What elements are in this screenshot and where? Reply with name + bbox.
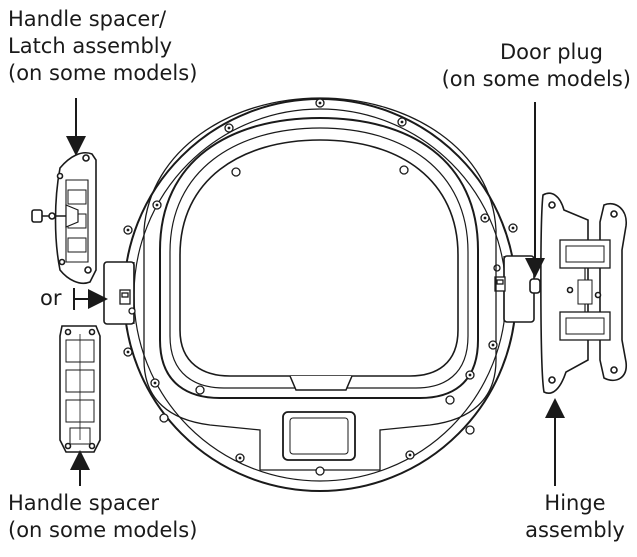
handle-spacer [59,325,101,453]
window-bottom-tab [289,375,353,391]
door-plug [529,278,541,294]
hinge-assembly-label: Hinge assembly [519,490,631,544]
handle-spacer-label: Handle spacer (on some models) [8,490,197,544]
door-screw-dots [126,101,515,460]
leader-arrows [66,98,565,486]
handle-spacer-latch-line1: Handle spacer/ [8,7,167,31]
door-bottom-pocket [282,411,356,461]
latch-assembly [31,152,97,285]
door-channel [143,97,497,471]
door-plug-label: Door plug (on some models) [442,39,631,93]
door-plug-line1: Door plug [500,40,603,64]
handle-spacer-latch-line2: Latch assembly [8,34,173,58]
handle-spacer-latch-line3: (on some models) [8,61,198,85]
left-tab-slot [119,289,136,315]
door-inner-frame [159,116,479,399]
or-label: or [40,286,62,310]
handle-spacer-line2: (on some models) [8,518,198,542]
door-plug-line2: (on some models) [441,67,631,91]
hinge-line2: assembly [525,518,625,542]
hinge-line1: Hinge [544,491,606,515]
handle-spacer-latch-label: Handle spacer/ Latch assembly (on some m… [8,6,197,87]
hinge-assembly [540,192,627,394]
handle-spacer-line1: Handle spacer [8,491,159,515]
